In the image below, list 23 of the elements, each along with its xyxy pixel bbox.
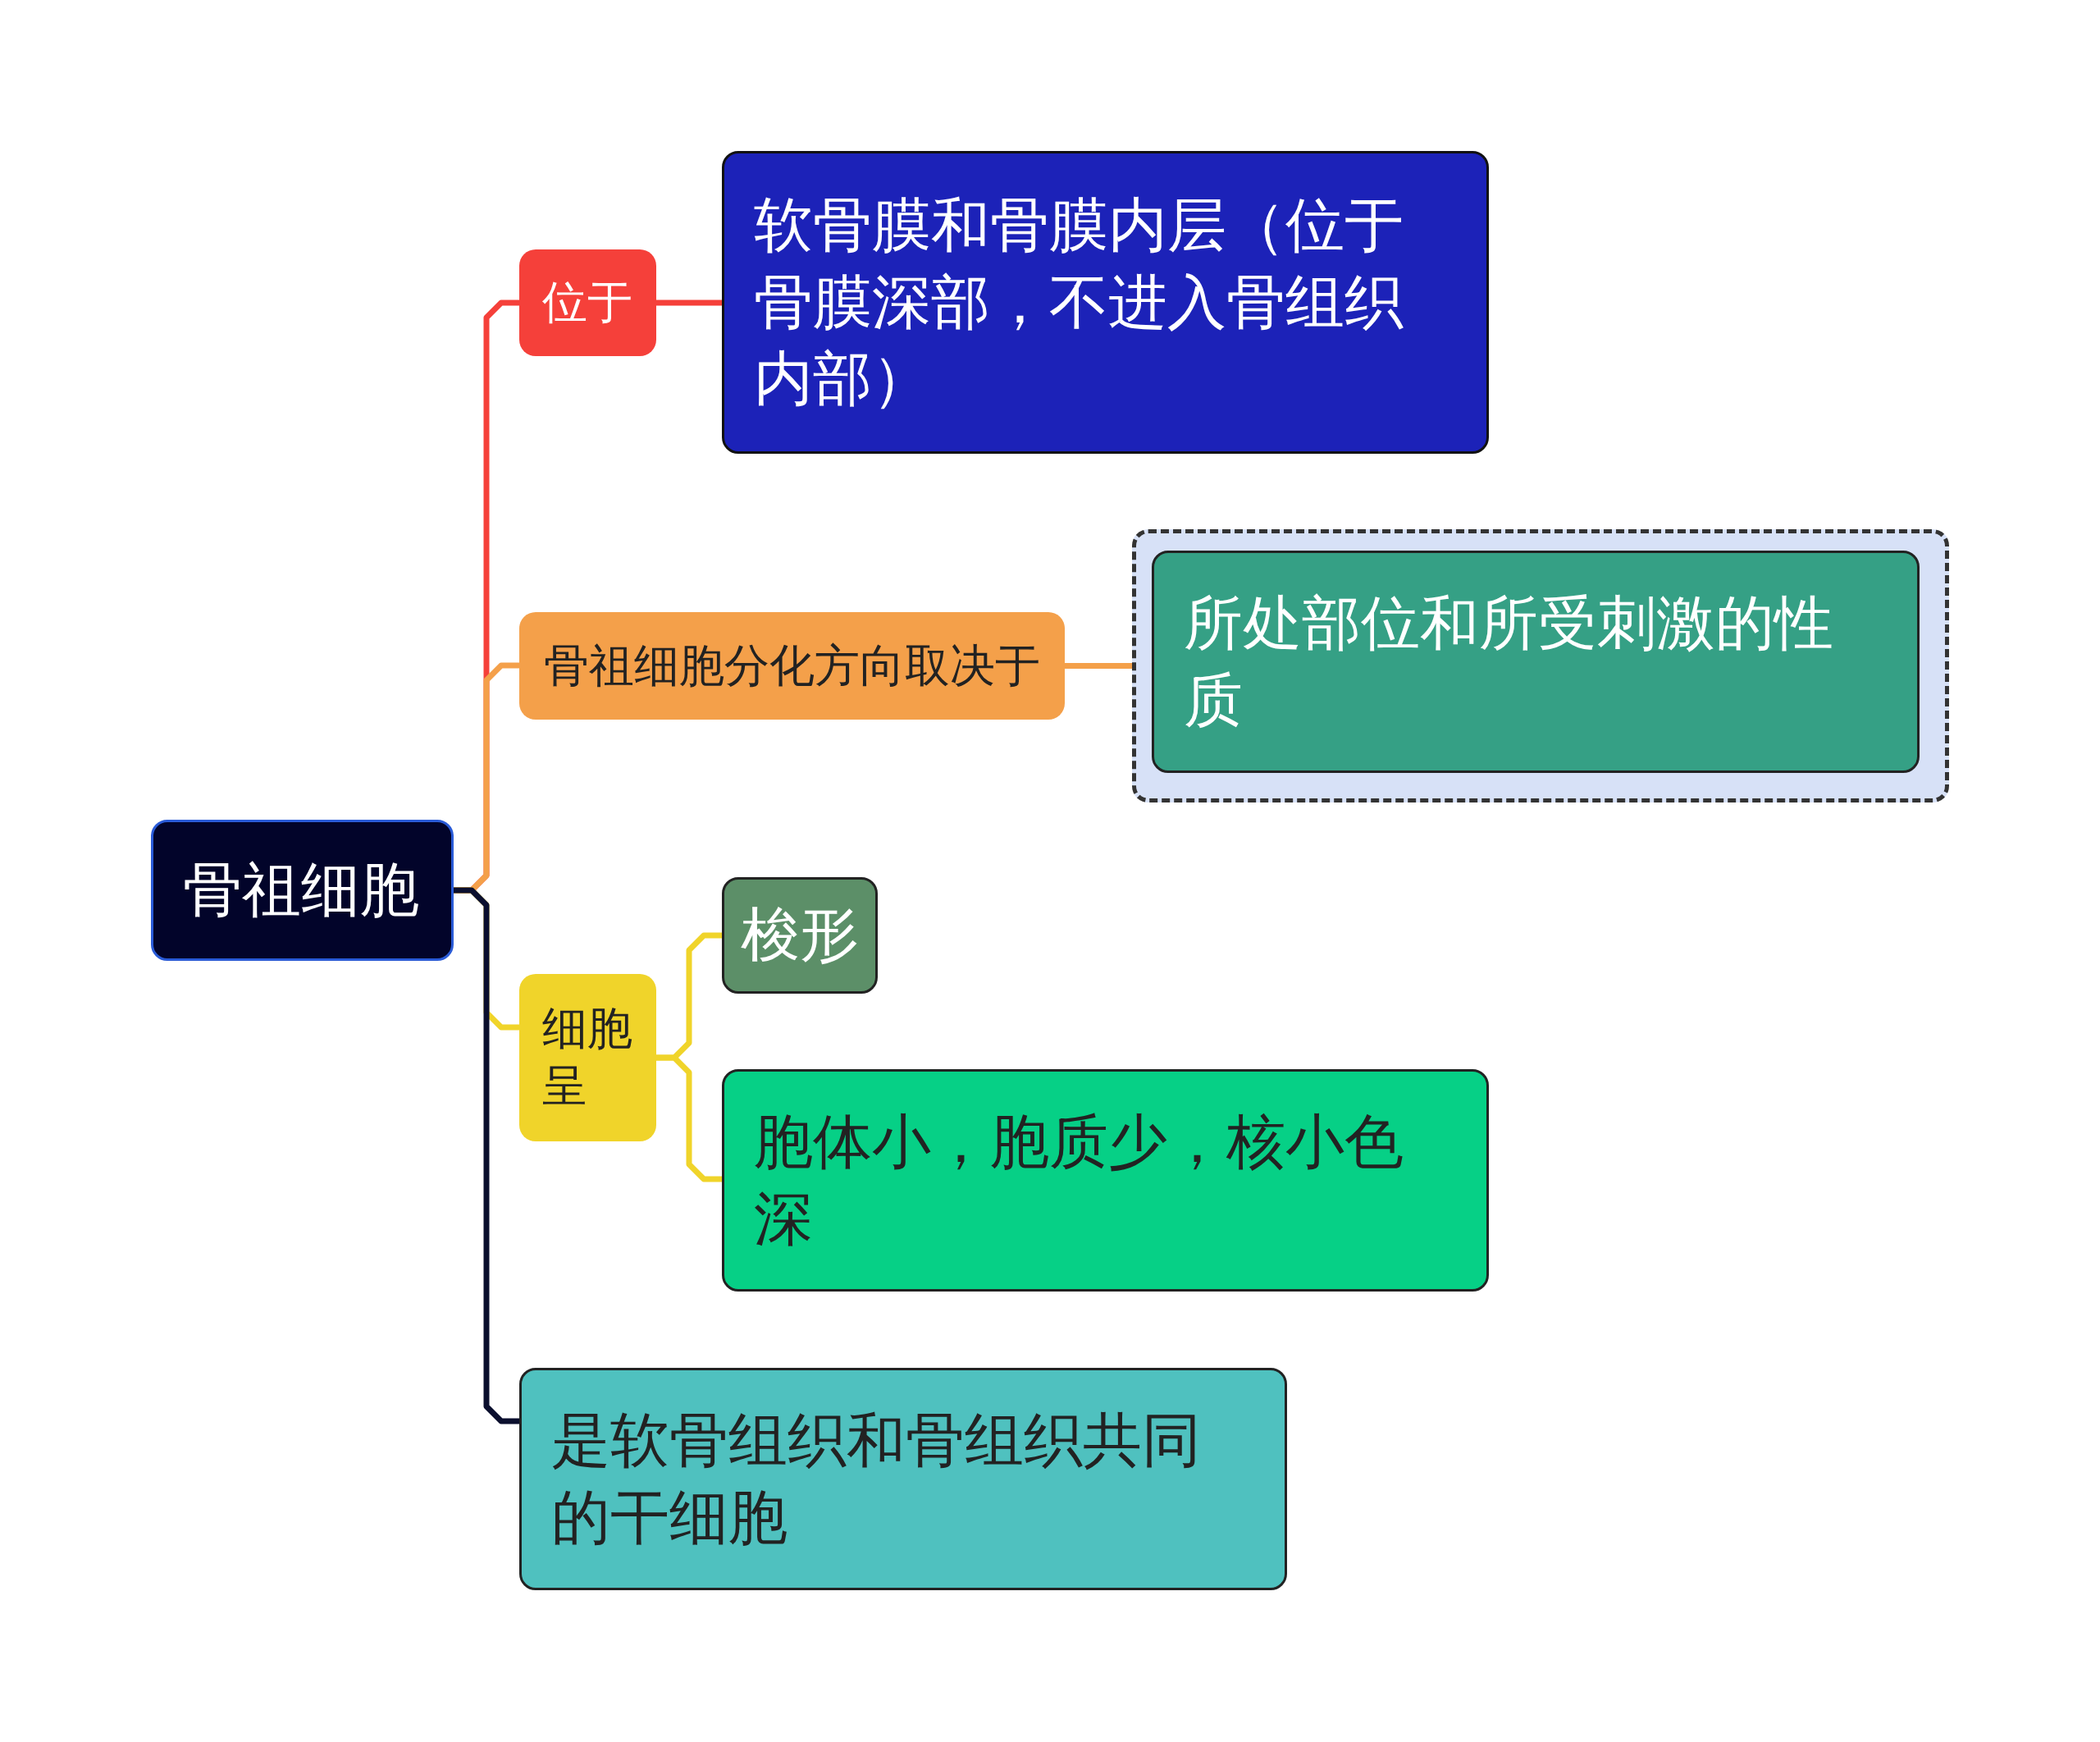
topic-box xyxy=(519,612,1065,720)
topic-text: 细胞呈 xyxy=(542,1000,633,1114)
topic-text: 是软骨组织和骨组织共同的干细胞 xyxy=(551,1404,1202,1553)
topic-text: 位于 xyxy=(542,275,632,331)
topic-box xyxy=(1152,551,1920,773)
connector-line xyxy=(1065,663,1132,669)
topic-box xyxy=(519,974,656,1141)
topic-text: 所处部位和所受刺激的性质 xyxy=(1184,587,1834,736)
topic-box xyxy=(519,249,656,356)
dashed-frame xyxy=(1132,529,1949,802)
connector-line xyxy=(656,1054,722,1182)
topic-text: 软骨膜和骨膜内层（位于骨膜深部，不进入骨组织内部） xyxy=(754,190,1404,415)
topic-box xyxy=(722,877,878,994)
topic-text: 骨祖细胞分化方向取决于 xyxy=(544,638,1040,693)
topic-text: 胞体小，胞质少，核小色深 xyxy=(754,1105,1404,1255)
topic-text: 梭形 xyxy=(741,899,859,972)
connector-line xyxy=(454,887,519,1424)
topic-box xyxy=(722,151,1489,454)
topic-box xyxy=(519,1368,1287,1590)
topic-text: 骨祖细胞 xyxy=(183,854,419,926)
connector-line xyxy=(656,299,722,306)
root-topic-box xyxy=(151,820,454,961)
topic-box xyxy=(722,1069,1489,1292)
